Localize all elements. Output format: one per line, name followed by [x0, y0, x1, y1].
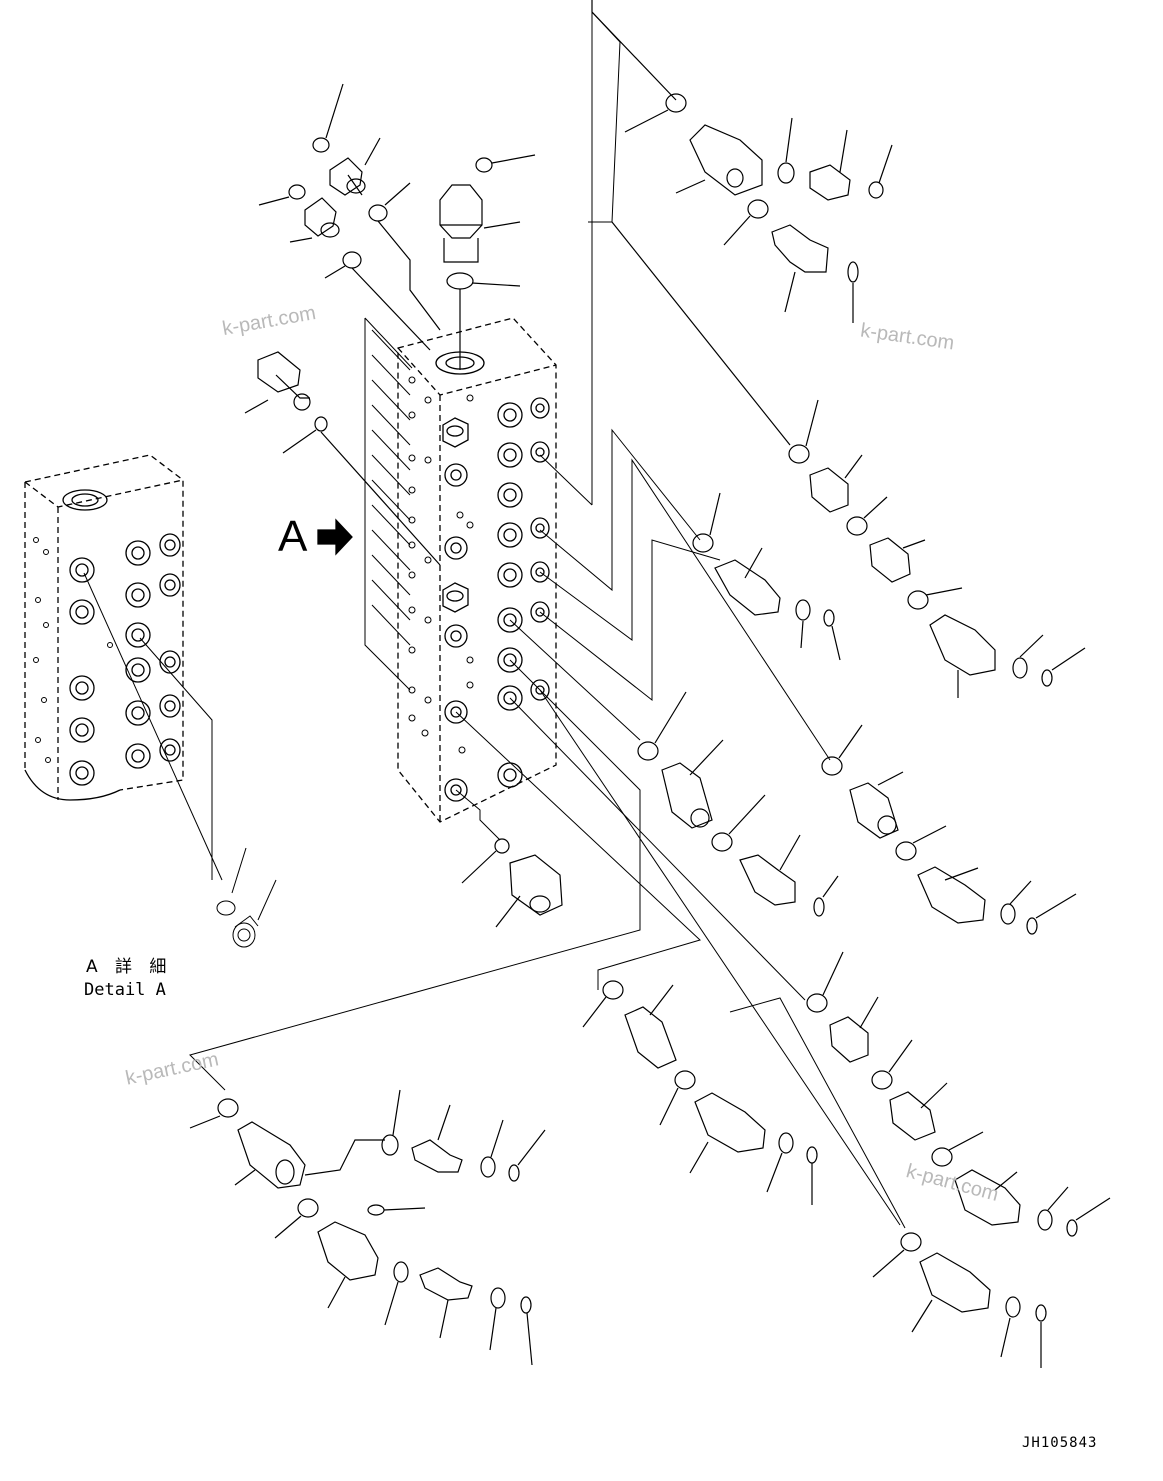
main-valve-block: [397, 317, 557, 823]
bottom-center-parts: [582, 980, 818, 1205]
main-small-holes: [408, 376, 474, 754]
view-marker-label: A: [278, 512, 308, 561]
detail-title-jp: A 詳 細: [86, 957, 173, 977]
view-arrow-icon: [317, 518, 353, 556]
lower-right-parts: [806, 951, 1111, 1368]
detail-title-en: Detail A: [84, 980, 166, 1000]
zigzag-leaders: [189, 0, 906, 1229]
detail-plug: [232, 915, 259, 948]
bottom-left-parts: [189, 1089, 546, 1366]
right-column-parts: [611, 221, 1086, 698]
main-ports: [444, 397, 550, 802]
drawing-number: JH105843: [1022, 1435, 1098, 1451]
main-block-leader-fan: [364, 317, 413, 691]
top-parts: [258, 83, 536, 370]
upper-right-parts: [591, 0, 893, 323]
middle-right-parts: [637, 492, 1077, 935]
detail-a-leaders: [83, 572, 277, 948]
detail-ports: [69, 533, 181, 786]
left-pressure-sensor: [244, 351, 441, 566]
main-plugs: [442, 417, 469, 613]
detail-a-valve-block: [24, 454, 184, 801]
detail-small-holes: [33, 537, 113, 763]
bottom-center-sensor: [461, 838, 563, 928]
